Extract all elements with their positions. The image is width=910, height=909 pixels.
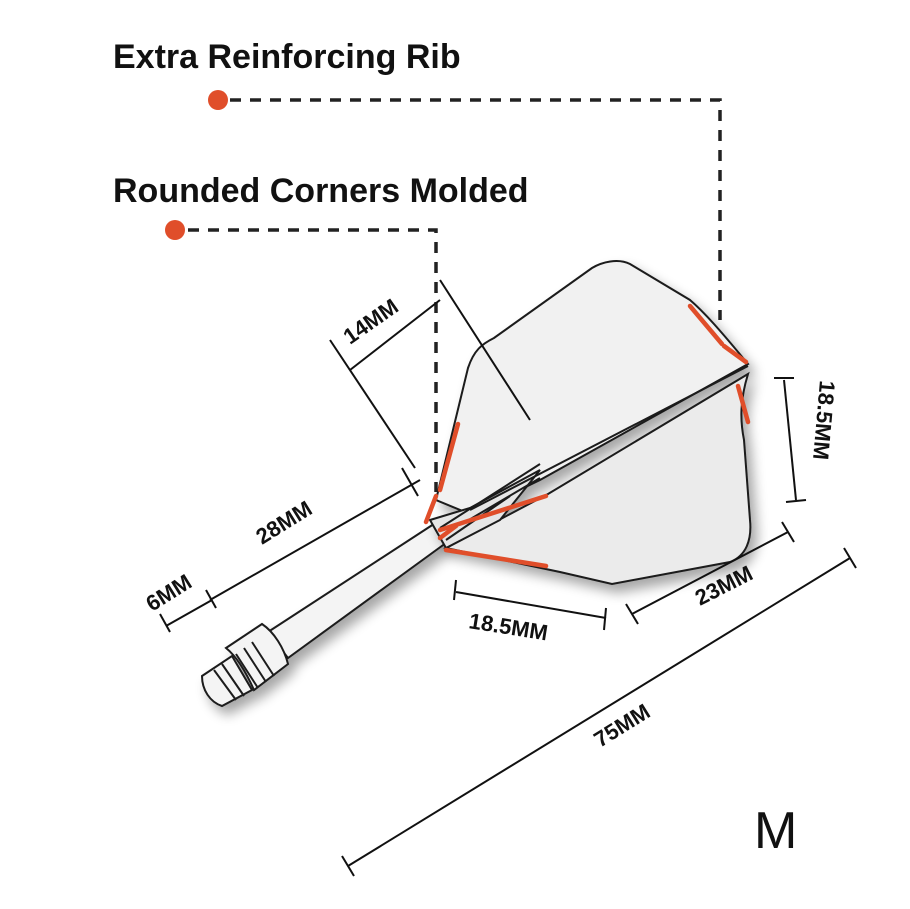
callout-rib-label: Extra Reinforcing Rib — [113, 38, 461, 76]
dimension-flight-top-label: 14MM — [339, 294, 403, 350]
callout-rib-dot — [208, 90, 228, 110]
callout-corners-label: Rounded Corners Molded — [113, 172, 529, 210]
reinforcing-ribs — [423, 303, 751, 569]
dimension-stem-width: 6MM — [141, 569, 217, 633]
dart-flight — [428, 260, 752, 586]
callout-corners-dot — [165, 220, 185, 240]
dimension-flight-base: 18.5MM — [453, 579, 607, 645]
dimension-stem-length-label: 28MM — [251, 496, 316, 550]
callout-corners-leader — [188, 228, 438, 492]
size-label: M — [754, 802, 797, 860]
dimension-flight-height: 18.5MM — [774, 377, 840, 503]
dimension-flight-base-label: 18.5MM — [467, 608, 549, 645]
dimension-total-length-label: 75MM — [589, 699, 654, 753]
callout-rib-leader — [230, 98, 722, 320]
dimension-flight-height-label: 18.5MM — [808, 380, 840, 461]
dimension-stem-width-label: 6MM — [141, 569, 196, 616]
dart-shaft — [200, 518, 452, 708]
